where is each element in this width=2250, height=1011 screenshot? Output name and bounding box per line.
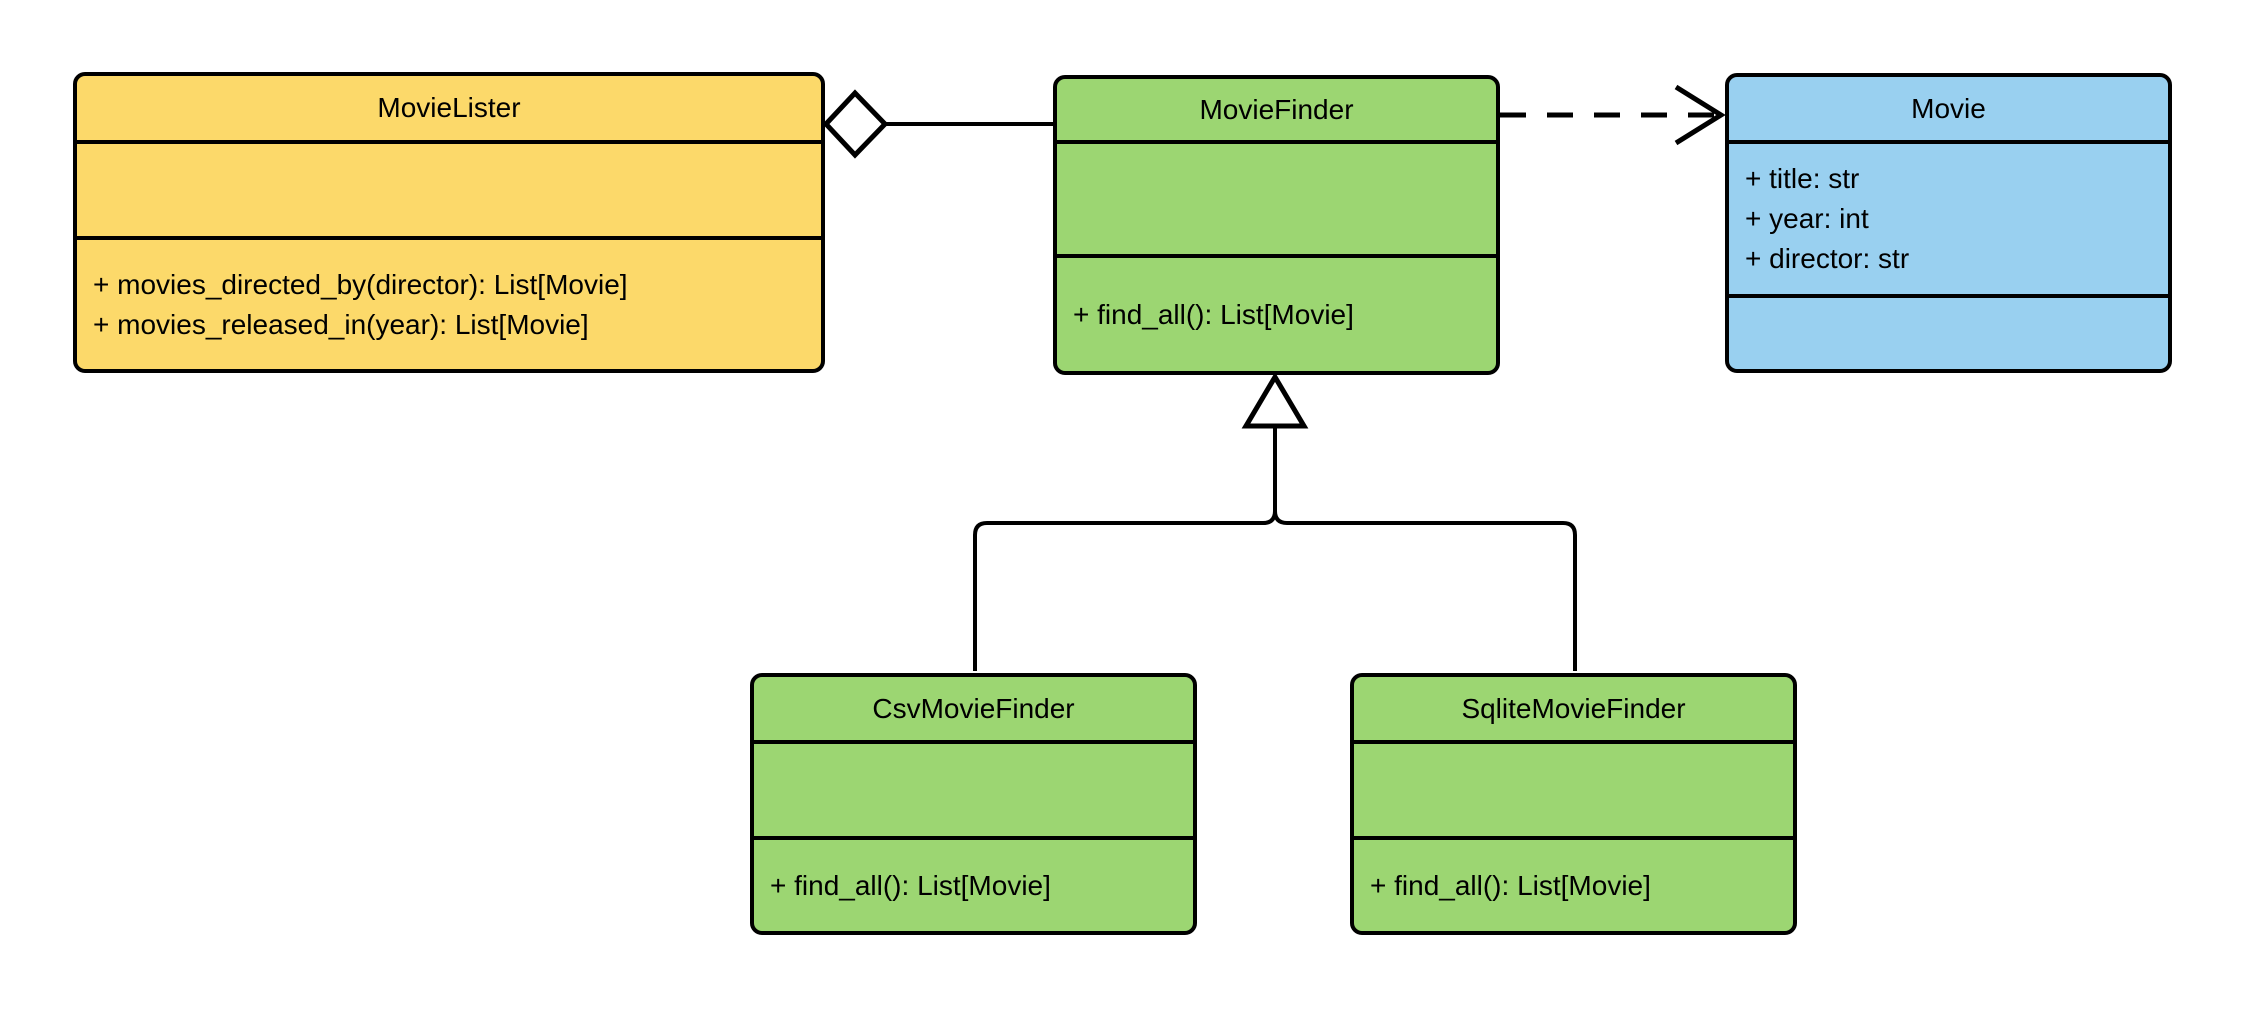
class-method: + movies_released_in(year): List[Movie]	[93, 308, 589, 340]
class-name-movie: Movie	[1729, 77, 2168, 144]
inheritance-edges[interactable]	[973, 372, 1577, 671]
inheritance-triangle-icon	[1241, 372, 1309, 429]
aggregation-diamond-icon	[822, 89, 889, 159]
class-node-csvmoviefinder[interactable]: CsvMovieFinder + find_all(): List[Movie]	[750, 673, 1197, 935]
class-node-movielister[interactable]: MovieLister + movies_directed_by(directo…	[73, 72, 825, 373]
attributes-compartment-moviefinder	[1057, 144, 1496, 258]
dependency-arrowhead-icon	[1674, 84, 1726, 146]
attributes-compartment-csvmoviefinder	[754, 744, 1193, 840]
dependency-edge-moviefinder-movie[interactable]	[1500, 84, 1726, 146]
methods-compartment-moviefinder: + find_all(): List[Movie]	[1057, 258, 1496, 371]
class-attribute: + year: int	[1745, 203, 1869, 234]
class-attribute: + title: str	[1745, 163, 1860, 194]
methods-compartment-movie	[1729, 298, 2168, 369]
class-name-csvmoviefinder: CsvMovieFinder	[754, 677, 1193, 744]
class-name-moviefinder: MovieFinder	[1057, 79, 1496, 144]
inheritance-branch-sqlite	[1273, 426, 1577, 671]
methods-compartment-csvmoviefinder: + find_all(): List[Movie]	[754, 840, 1193, 931]
class-attribute: + director: str	[1745, 243, 1910, 274]
class-name-movielister: MovieLister	[77, 76, 821, 144]
attributes-compartment-movie: + title: str + year: int + director: str	[1729, 144, 2168, 298]
inheritance-branch-csv	[973, 426, 1277, 671]
class-node-movie[interactable]: Movie + title: str + year: int + directo…	[1725, 73, 2172, 373]
class-node-sqlitemoviefinder[interactable]: SqliteMovieFinder + find_all(): List[Mov…	[1350, 673, 1797, 935]
aggregation-edge-movielister-moviefinder[interactable]	[822, 89, 1053, 159]
class-node-moviefinder[interactable]: MovieFinder + find_all(): List[Movie]	[1053, 75, 1500, 375]
class-method: + find_all(): List[Movie]	[1370, 869, 1651, 901]
attributes-compartment-sqlitemoviefinder	[1354, 744, 1793, 840]
class-method: + movies_directed_by(director): List[Mov…	[93, 268, 628, 300]
class-method: + find_all(): List[Movie]	[1073, 298, 1354, 330]
attributes-compartment-movielister	[77, 144, 821, 240]
class-name-sqlitemoviefinder: SqliteMovieFinder	[1354, 677, 1793, 744]
methods-compartment-movielister: + movies_directed_by(director): List[Mov…	[77, 240, 821, 369]
class-method: + find_all(): List[Movie]	[770, 869, 1051, 901]
methods-compartment-sqlitemoviefinder: + find_all(): List[Movie]	[1354, 840, 1793, 931]
